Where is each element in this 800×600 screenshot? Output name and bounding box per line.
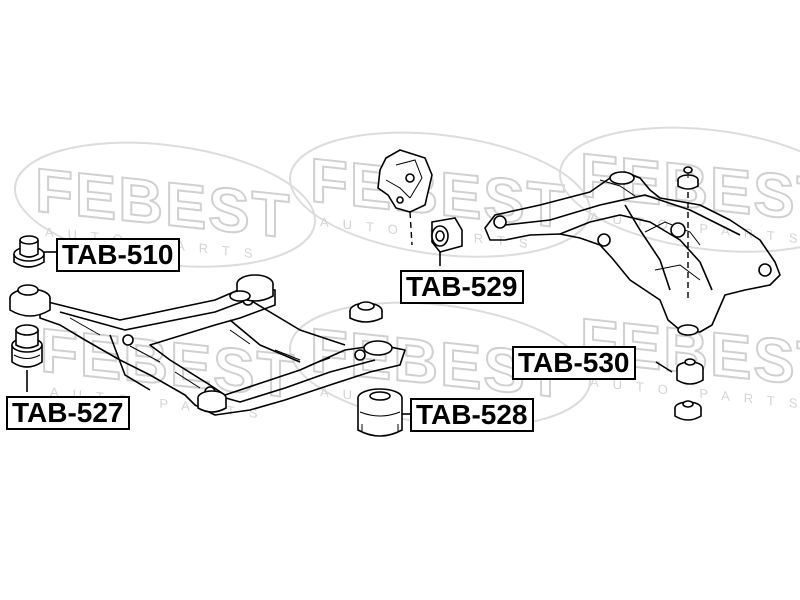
rear-subframe	[484, 171, 781, 336]
bushing-510-icon	[13, 235, 56, 268]
watermark-right: FEBEST AUTO PARTS	[559, 126, 800, 253]
mount-bracket-529-icon	[377, 149, 463, 266]
bushing-527-icon	[11, 324, 43, 392]
part-label-tab-529: TAB-529	[400, 270, 524, 304]
bushing-top-right-icon	[677, 166, 699, 300]
bushing-530-icon	[655, 358, 704, 385]
mount-center-icon	[349, 301, 383, 323]
bushing-left-large-icon	[9, 284, 51, 317]
bushing-530-lower-icon	[674, 400, 702, 421]
front-subframe	[39, 274, 406, 416]
part-label-tab-510: TAB-510	[56, 238, 180, 272]
part-label-tab-530: TAB-530	[512, 346, 636, 380]
part-label-tab-527: TAB-527	[6, 396, 130, 430]
part-label-tab-528: TAB-528	[410, 398, 534, 432]
